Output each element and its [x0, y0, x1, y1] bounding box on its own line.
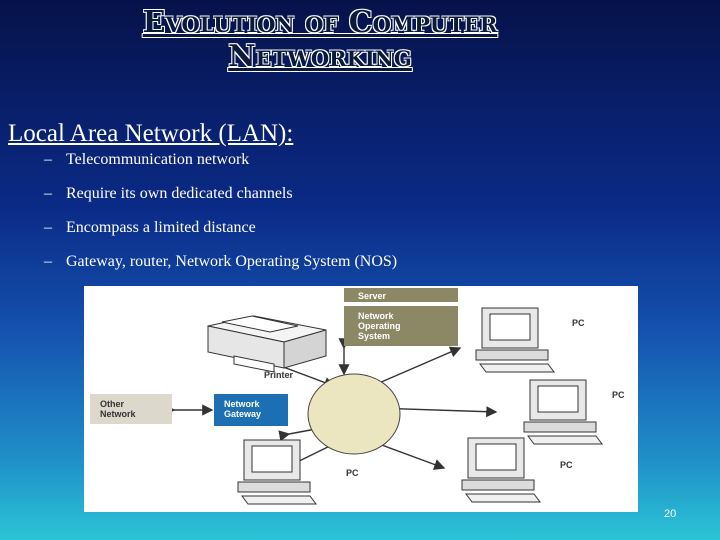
bullet-item: –Require its own dedicated channels — [44, 185, 293, 202]
bullet-item: –Telecommunication network — [44, 151, 250, 168]
bullet-text: Gateway, router, Network Operating Syste… — [66, 253, 398, 270]
nos-label-line: System — [358, 331, 390, 341]
pc-label: PC — [572, 318, 585, 328]
printer-label: Printer — [264, 370, 294, 380]
lan-diagram: Server Network Operating System Printer … — [84, 286, 638, 512]
other-network-label: Network — [100, 409, 137, 419]
bullet-text: Encompass a limited distance — [66, 219, 256, 236]
nos-label-line: Network — [358, 311, 395, 321]
lan-diagram-svg: Server Network Operating System Printer … — [90, 288, 625, 505]
slide-title: Evolution of Computer Networking — [142, 5, 498, 74]
pc-computer-icon — [237, 439, 317, 505]
network-gateway-box — [214, 394, 288, 426]
server-node: Server Network Operating System — [344, 288, 458, 346]
page-number: 20 — [664, 508, 677, 520]
bullet-item: –Gateway, router, Network Operating Syst… — [44, 253, 398, 270]
pc-label: PC — [612, 390, 625, 400]
server-label: Server — [358, 291, 387, 301]
bullet-item: –Encompass a limited distance — [44, 219, 256, 236]
pc-label: PC — [560, 460, 573, 470]
nos-label-line: Operating — [358, 321, 401, 331]
network-hub — [307, 373, 401, 455]
pc-computer-icon — [461, 437, 541, 503]
bullet-text: Telecommunication network — [66, 151, 250, 168]
pc-computer-icon — [475, 307, 555, 373]
other-network-box — [90, 394, 172, 424]
printer-icon — [207, 315, 327, 373]
pc-computer-icon — [523, 379, 603, 445]
pc-label: PC — [346, 468, 359, 478]
bullet-text: Require its own dedicated channels — [66, 185, 293, 202]
lan-heading: Local Area Network (LAN): — [8, 120, 294, 147]
gateway-label: Network — [224, 399, 261, 409]
other-network-label: Other — [100, 399, 125, 409]
bullet-list: –Telecommunication network –Require its … — [44, 148, 397, 284]
gateway-label: Gateway — [224, 409, 261, 419]
